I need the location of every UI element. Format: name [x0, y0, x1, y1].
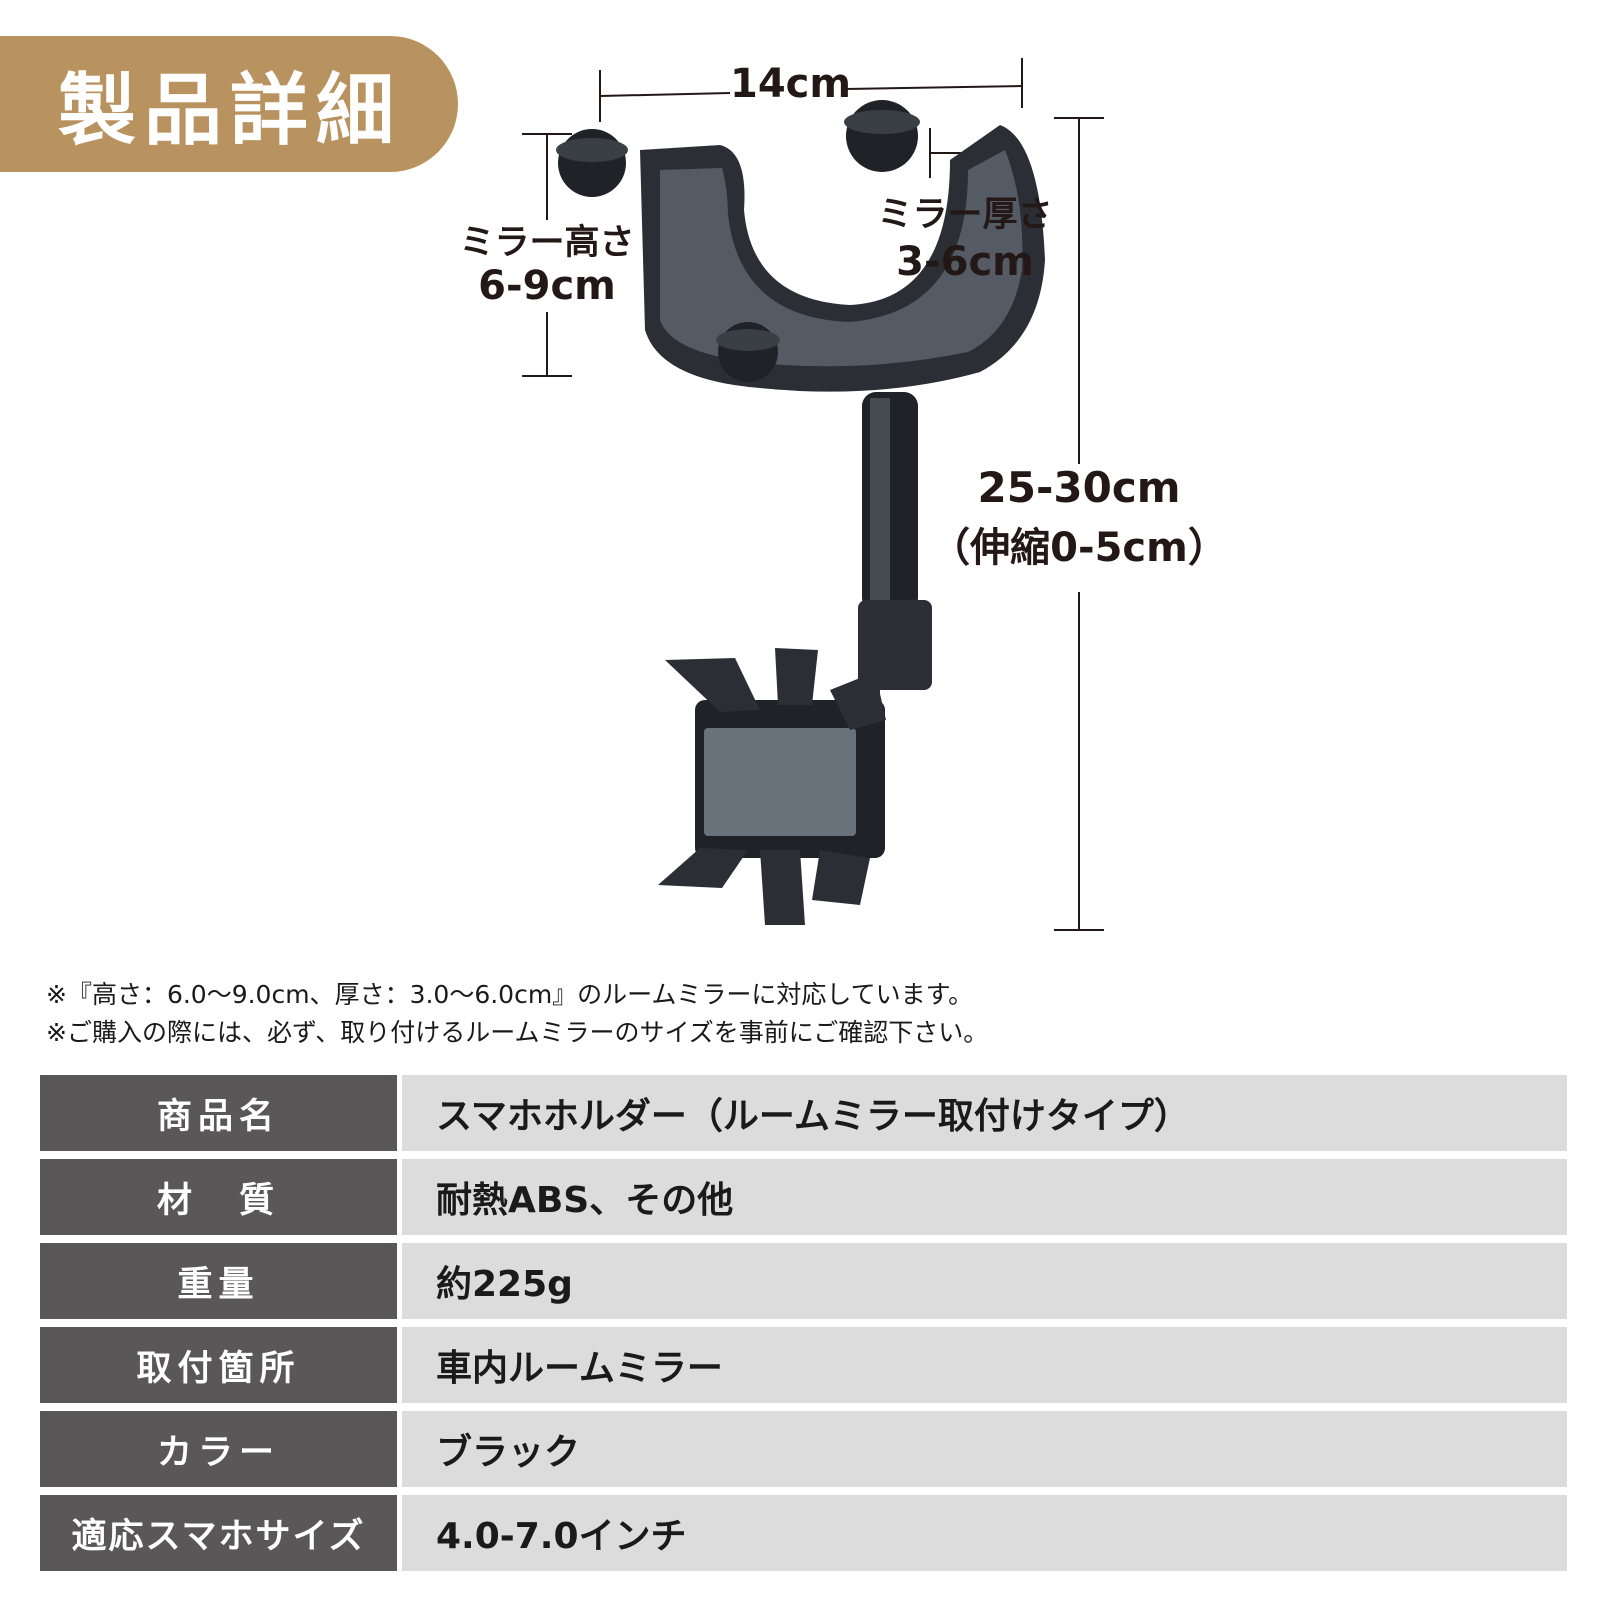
- mirror-height-label: ミラー高さ: [459, 223, 635, 263]
- spec-label: 材 質: [40, 1159, 397, 1235]
- spec-row-color: カラー ブラック: [40, 1411, 1567, 1487]
- extension-dimension: （伸縮0-5cm）: [930, 525, 1228, 571]
- spec-value: 耐熱ABS、その他: [402, 1159, 1567, 1235]
- spec-value: 車内ルームミラー: [402, 1327, 1567, 1403]
- product-illustration: [522, 58, 1104, 931]
- spec-row-material: 材 質 耐熱ABS、その他: [40, 1159, 1567, 1235]
- section-title: 製品詳細: [58, 66, 403, 156]
- note-line: ※『高さ：6.0〜9.0cm、厚さ：3.0〜6.0cm』のルームミラーに対応して…: [46, 980, 974, 1009]
- spec-value: スマホホルダー（ルームミラー取付けタイプ）: [402, 1075, 1567, 1151]
- dimension-lines: [522, 58, 1104, 931]
- phone-clamp: [658, 648, 886, 925]
- width-dimension: 14cm: [730, 61, 852, 107]
- spec-label: 商品名: [40, 1075, 397, 1151]
- total-length-dimension: 25-30cm: [977, 463, 1181, 512]
- spec-value: 約225g: [402, 1243, 1567, 1319]
- spec-label: 取付箇所: [40, 1327, 397, 1403]
- section-title-tab: 製品詳細: [0, 36, 458, 172]
- spec-row-phone-size: 適応スマホサイズ 4.0-7.0インチ: [40, 1495, 1567, 1571]
- mirror-thickness-value: 3-6cm: [896, 239, 1034, 285]
- spec-row-mount-location: 取付箇所 車内ルームミラー: [40, 1327, 1567, 1403]
- spec-value: ブラック: [402, 1411, 1567, 1487]
- spec-row-weight: 重量 約225g: [40, 1243, 1567, 1319]
- note-line: ※ご購入の際には、必ず、取り付けるルームミラーのサイズを事前にご確認下さい。: [46, 1018, 989, 1047]
- spec-value: 4.0-7.0インチ: [402, 1495, 1567, 1571]
- mirror-thickness-label: ミラー厚さ: [877, 195, 1053, 235]
- notes: ※『高さ：6.0〜9.0cm、厚さ：3.0〜6.0cm』のルームミラーに対応して…: [46, 976, 988, 1052]
- mirror-height-value: 6-9cm: [478, 263, 616, 309]
- spec-table: 商品名 スマホホルダー（ルームミラー取付けタイプ） 材 質 耐熱ABS、その他 …: [40, 1075, 1567, 1579]
- spec-label: 重量: [40, 1243, 397, 1319]
- spec-label: カラー: [40, 1411, 397, 1487]
- spec-label: 適応スマホサイズ: [40, 1495, 397, 1571]
- spec-row-product-name: 商品名 スマホホルダー（ルームミラー取付けタイプ）: [40, 1075, 1567, 1151]
